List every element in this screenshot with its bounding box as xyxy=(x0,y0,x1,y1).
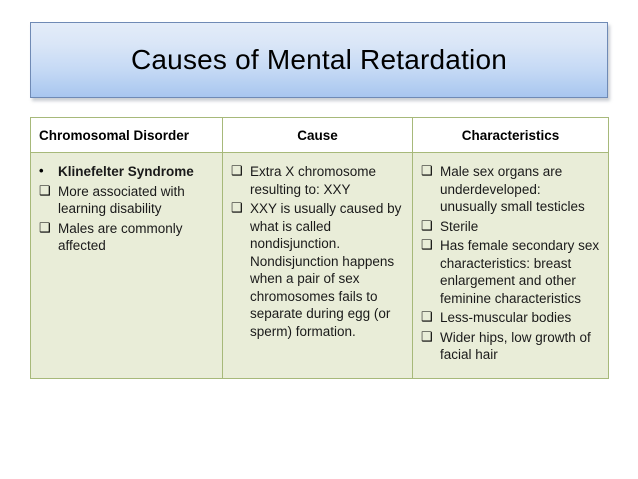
square-bullet-icon: ❑ xyxy=(421,163,433,178)
characteristics-bullet-list: ❑ Male sex organs are underdeveloped: unu… xyxy=(421,163,600,364)
square-bullet-icon: ❑ xyxy=(231,200,243,216)
table-row: • Klinefelter Syndrome ❑ More associated wi… xyxy=(30,151,609,380)
list-item-label: More associated with learning disability xyxy=(58,183,185,217)
list-item-label: Sterile xyxy=(440,218,479,234)
list-item: • Klinefelter Syndrome xyxy=(39,163,214,181)
table-body: • Klinefelter Syndrome ❑ More associated wi… xyxy=(30,151,609,380)
disorder-bullet-list: • Klinefelter Syndrome ❑ More associated wi… xyxy=(39,163,214,255)
table-header-row: Chromosomal Disorder Cause Characteristi… xyxy=(30,117,609,153)
cell-cause-content: ❑ Extra X chromosome resulting to: XXY ❑ XX… xyxy=(223,153,412,354)
cell-cause: ❑ Extra X chromosome resulting to: XXY ❑ XX… xyxy=(222,151,413,380)
cell-characteristics-content: ❑ Male sex organs are underdeveloped: unu… xyxy=(413,153,608,378)
list-item: ❑ Males are commonly affected xyxy=(39,220,214,255)
square-bullet-icon: ❑ xyxy=(231,163,243,178)
list-item-label: Male sex organs are underdeveloped: unus… xyxy=(440,164,585,215)
list-item: ❑ Male sex organs are underdeveloped: unu… xyxy=(421,163,600,216)
column-header-chromosomal-disorder: Chromosomal Disorder xyxy=(30,117,223,153)
list-item: ❑ Sterile xyxy=(421,218,600,236)
list-item-label: Has female secondary sex characteristics… xyxy=(440,238,600,306)
square-bullet-icon: ❑ xyxy=(421,237,433,253)
list-item-label: Less-muscular bodies xyxy=(440,310,572,326)
square-bullet-icon: ❑ xyxy=(421,309,433,325)
cell-chromosomal-disorder-content: • Klinefelter Syndrome ❑ More associated wi… xyxy=(31,153,222,269)
list-item-label: Extra X chromosome resulting to: XXY xyxy=(250,164,377,197)
list-item: ❑ Has female secondary sex characteristic… xyxy=(421,237,600,307)
square-bullet-icon: ❑ xyxy=(39,182,51,198)
table-header: Chromosomal Disorder Cause Characteristi… xyxy=(30,117,609,153)
round-bullet-icon: • xyxy=(39,163,44,178)
list-item-label: Klinefelter Syndrome xyxy=(58,164,194,179)
list-item-label: Males are commonly affected xyxy=(58,220,183,254)
list-item: ❑ More associated with learning disabilit… xyxy=(39,183,214,218)
list-item: ❑ Extra X chromosome resulting to: XXY xyxy=(231,163,404,198)
list-item-label: XXY is usually caused by what is called … xyxy=(250,201,402,339)
page-title: Causes of Mental Retardation xyxy=(130,44,508,75)
column-header-characteristics-label: Characteristics xyxy=(461,127,560,143)
list-item: ❑ Wider hips, low growth of facial hair xyxy=(421,329,600,364)
cell-chromosomal-disorder: • Klinefelter Syndrome ❑ More associated wi… xyxy=(30,151,223,380)
square-bullet-icon: ❑ xyxy=(421,217,433,233)
chromosomal-disorder-table: Chromosomal Disorder Cause Characteristi… xyxy=(30,117,609,380)
column-header-cause-label: Cause xyxy=(297,127,338,143)
chromosomal-disorder-table-wrapper: Chromosomal Disorder Cause Characteristi… xyxy=(30,117,609,380)
square-bullet-icon: ❑ xyxy=(421,328,433,344)
cell-characteristics: ❑ Male sex organs are underdeveloped: unu… xyxy=(412,151,609,380)
slide-title-banner: Causes of Mental Retardation xyxy=(30,22,608,98)
column-header-chromosomal-disorder-label: Chromosomal Disorder xyxy=(39,127,190,143)
square-bullet-icon: ❑ xyxy=(39,219,51,235)
column-header-characteristics: Characteristics xyxy=(412,117,609,153)
column-header-cause: Cause xyxy=(222,117,413,153)
list-item: ❑ Less-muscular bodies xyxy=(421,309,600,327)
cause-bullet-list: ❑ Extra X chromosome resulting to: XXY ❑ XX… xyxy=(231,163,404,340)
list-item: ❑ XXY is usually caused by what is called… xyxy=(231,200,404,340)
list-item-label: Wider hips, low growth of facial hair xyxy=(440,329,591,363)
